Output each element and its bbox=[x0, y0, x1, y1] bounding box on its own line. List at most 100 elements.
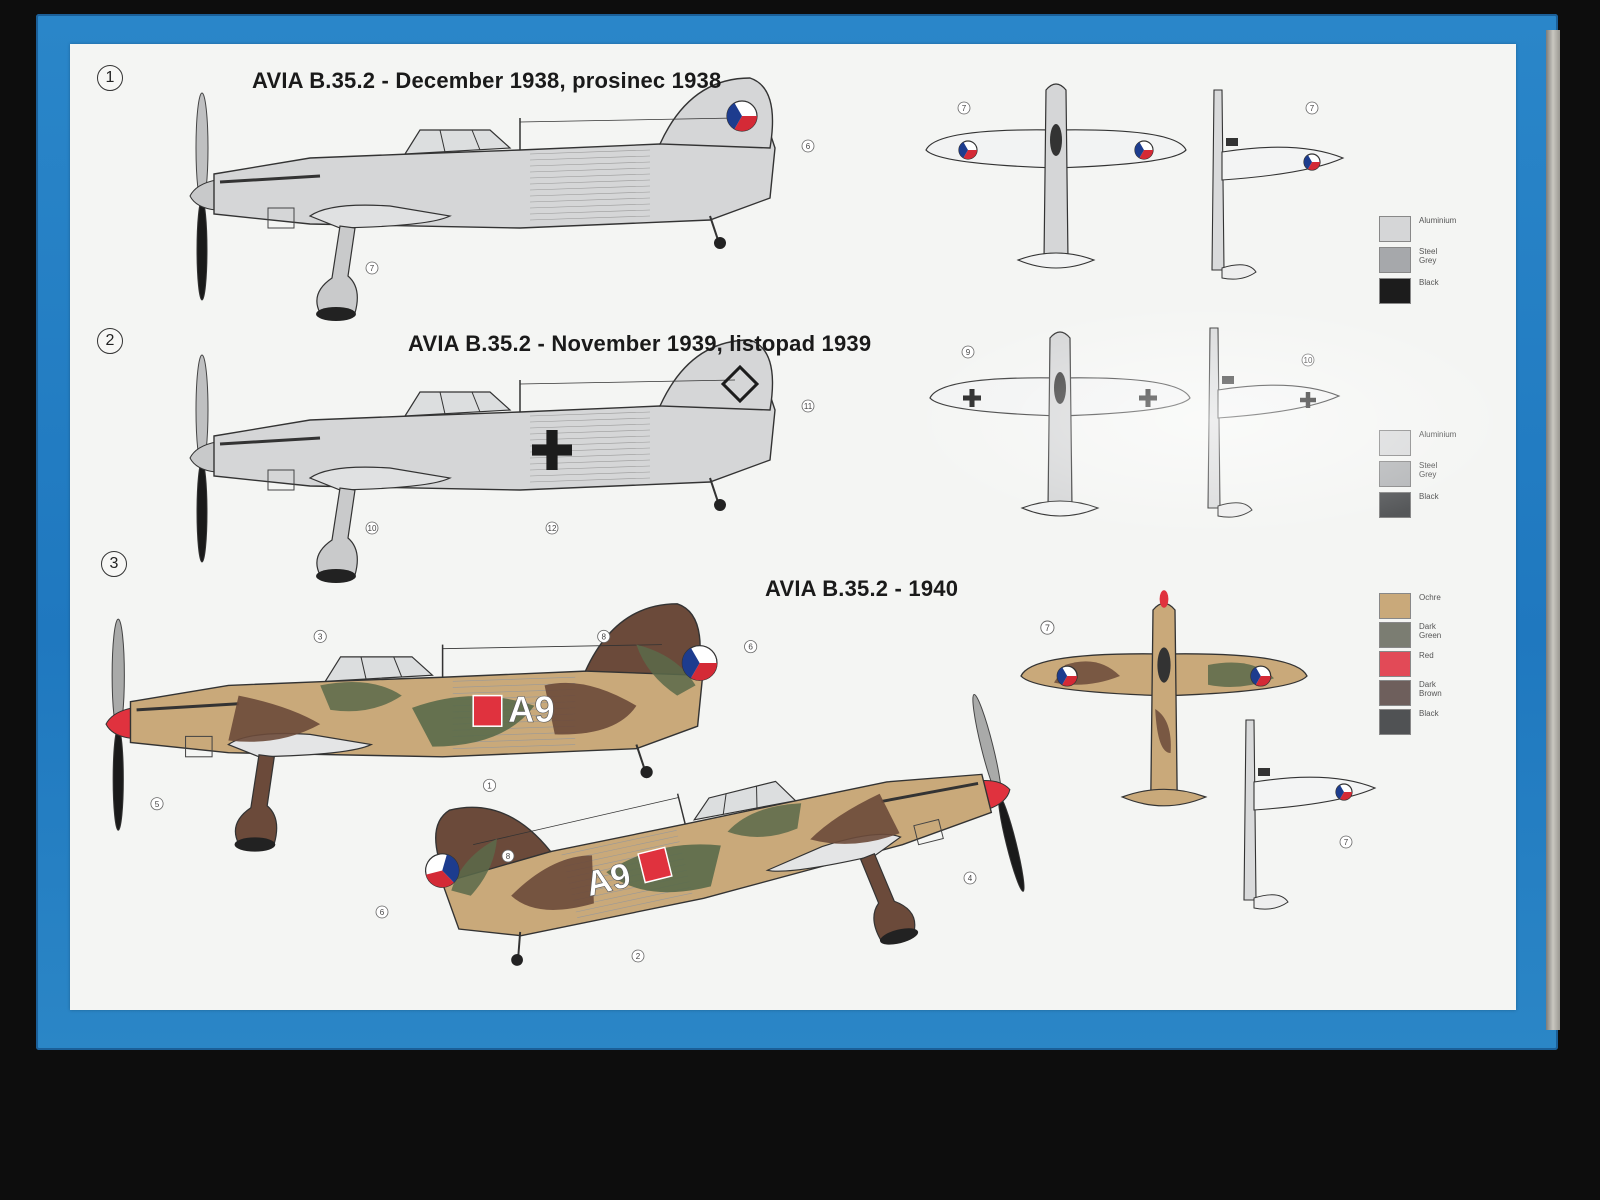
color-swatch bbox=[1379, 593, 1411, 619]
callout-number: 4 bbox=[968, 874, 973, 883]
callout-circle bbox=[1305, 101, 1319, 115]
callout-number: 5 bbox=[155, 800, 160, 809]
color-swatch bbox=[1379, 680, 1411, 706]
callout-marker: 8 bbox=[597, 629, 611, 643]
tail-wheel-strut bbox=[517, 931, 522, 957]
tail-half bbox=[1217, 502, 1253, 518]
tailplane bbox=[1016, 252, 1096, 269]
callout-number: 7 bbox=[1344, 838, 1349, 847]
antenna-wire bbox=[519, 117, 736, 123]
gear-door bbox=[1226, 138, 1238, 146]
cockpit-canopy bbox=[324, 656, 434, 682]
callout-circle bbox=[597, 629, 611, 643]
callout-number: 2 bbox=[636, 952, 641, 961]
cowling-stripe bbox=[136, 702, 239, 712]
fabric-rib-line bbox=[529, 411, 651, 417]
cockpit-canopy bbox=[692, 780, 797, 821]
code-group: A9 bbox=[581, 855, 635, 904]
wing-half bbox=[1217, 384, 1341, 419]
callout-marker: 6 bbox=[801, 139, 815, 153]
fabric-rib-line bbox=[529, 161, 651, 167]
main-gear-fairing bbox=[316, 487, 358, 576]
roundel-blue-segment bbox=[1336, 785, 1344, 799]
fuselage-top bbox=[1150, 602, 1178, 798]
canopy-frame bbox=[722, 793, 727, 815]
callout-number: 7 bbox=[1310, 104, 1315, 113]
roundel-red-segment bbox=[690, 662, 717, 681]
legend-item: Black bbox=[1379, 709, 1549, 737]
legend-item: Dark Green bbox=[1379, 622, 1549, 650]
callout-circle bbox=[313, 629, 327, 643]
scheme-3-top-view: 7 bbox=[1020, 590, 1308, 807]
swatch-label: Dark Brown bbox=[1419, 680, 1442, 698]
fabric-rib-line bbox=[577, 892, 693, 918]
tailplane bbox=[1120, 788, 1208, 807]
canopy-frame bbox=[471, 129, 481, 151]
legend-item: Dark Brown bbox=[1379, 680, 1549, 708]
callout-number: 6 bbox=[748, 643, 753, 652]
squadron-badge bbox=[637, 846, 673, 884]
fabric-rib-line bbox=[529, 185, 651, 191]
tail-half bbox=[1253, 894, 1289, 910]
callout-marker: 7 bbox=[957, 101, 971, 115]
fabric-rib-line bbox=[529, 173, 651, 179]
fabric-rib-line bbox=[529, 417, 651, 423]
callout-marker: 9 bbox=[961, 345, 975, 359]
callout-marker: 10 bbox=[1301, 353, 1315, 367]
roundel-red-segment bbox=[1308, 162, 1320, 170]
tail-wheel bbox=[640, 765, 653, 779]
callout-circle bbox=[631, 949, 645, 963]
roundel-red-segment bbox=[426, 870, 454, 888]
fuselage-top bbox=[1047, 331, 1073, 509]
aircraft-code-letters: A9 bbox=[508, 689, 555, 730]
legend-item: Ochre bbox=[1379, 593, 1549, 621]
callout-circle bbox=[963, 871, 977, 885]
roundel-red-segment bbox=[963, 150, 977, 159]
tailplane bbox=[1020, 500, 1100, 517]
wing-roundel-left bbox=[1056, 665, 1078, 687]
fabric-rib-line bbox=[529, 155, 651, 161]
spinner bbox=[189, 441, 217, 473]
scheme-2-number: 2 bbox=[97, 328, 123, 354]
tail-wheel bbox=[511, 954, 523, 966]
callout-circle bbox=[365, 521, 379, 535]
callout-marker: 7 bbox=[365, 261, 379, 275]
canopy-frame bbox=[439, 129, 446, 153]
scheme-1-bottom-view: 7 bbox=[1211, 89, 1345, 280]
camo-patch-brown bbox=[810, 793, 900, 844]
callout-circle bbox=[801, 139, 815, 153]
callout-circle bbox=[801, 399, 815, 413]
tail-wheel bbox=[714, 237, 726, 249]
wing-roundel-left bbox=[958, 140, 978, 160]
scheme-2-title: AVIA B.35.2 - November 1939, listopad 19… bbox=[408, 331, 872, 356]
tail-wheel-strut bbox=[635, 744, 646, 770]
callout-number: 7 bbox=[370, 264, 375, 273]
callout-number: 1 bbox=[487, 781, 492, 790]
legend-item: Steel Grey bbox=[1379, 461, 1549, 489]
canopy-frame bbox=[360, 656, 367, 680]
scheme-1-title: AVIA B.35.2 - December 1938, prosinec 19… bbox=[252, 68, 722, 93]
cross-vertical-bar bbox=[1145, 389, 1151, 407]
cockpit-opening bbox=[1054, 372, 1066, 404]
roundel-red-segment bbox=[1255, 676, 1271, 686]
swatch-label: Aluminium bbox=[1419, 216, 1457, 225]
color-swatch bbox=[1379, 622, 1411, 648]
roundel-blue-segment bbox=[442, 854, 459, 883]
squadron-badge bbox=[472, 694, 503, 727]
fabric-rib-line bbox=[529, 471, 651, 477]
scheme-1-number: 1 bbox=[97, 65, 123, 91]
wing-half bbox=[1221, 146, 1345, 181]
tail-roundel bbox=[726, 100, 758, 132]
callout-number: 8 bbox=[601, 633, 606, 642]
callout-number: 7 bbox=[1045, 623, 1050, 633]
callout-marker: 2 bbox=[631, 949, 645, 963]
radiator-grille bbox=[267, 469, 295, 491]
main-gear-fairing bbox=[859, 852, 916, 941]
callout-number: 8 bbox=[506, 852, 511, 861]
fuselage-top bbox=[1043, 83, 1069, 261]
swatch-label: Aluminium bbox=[1419, 430, 1457, 439]
scheme-3-mirrored-body: A9 bbox=[425, 694, 1025, 966]
roundel-blue-segment bbox=[1304, 155, 1312, 169]
gear-door bbox=[1258, 768, 1270, 776]
